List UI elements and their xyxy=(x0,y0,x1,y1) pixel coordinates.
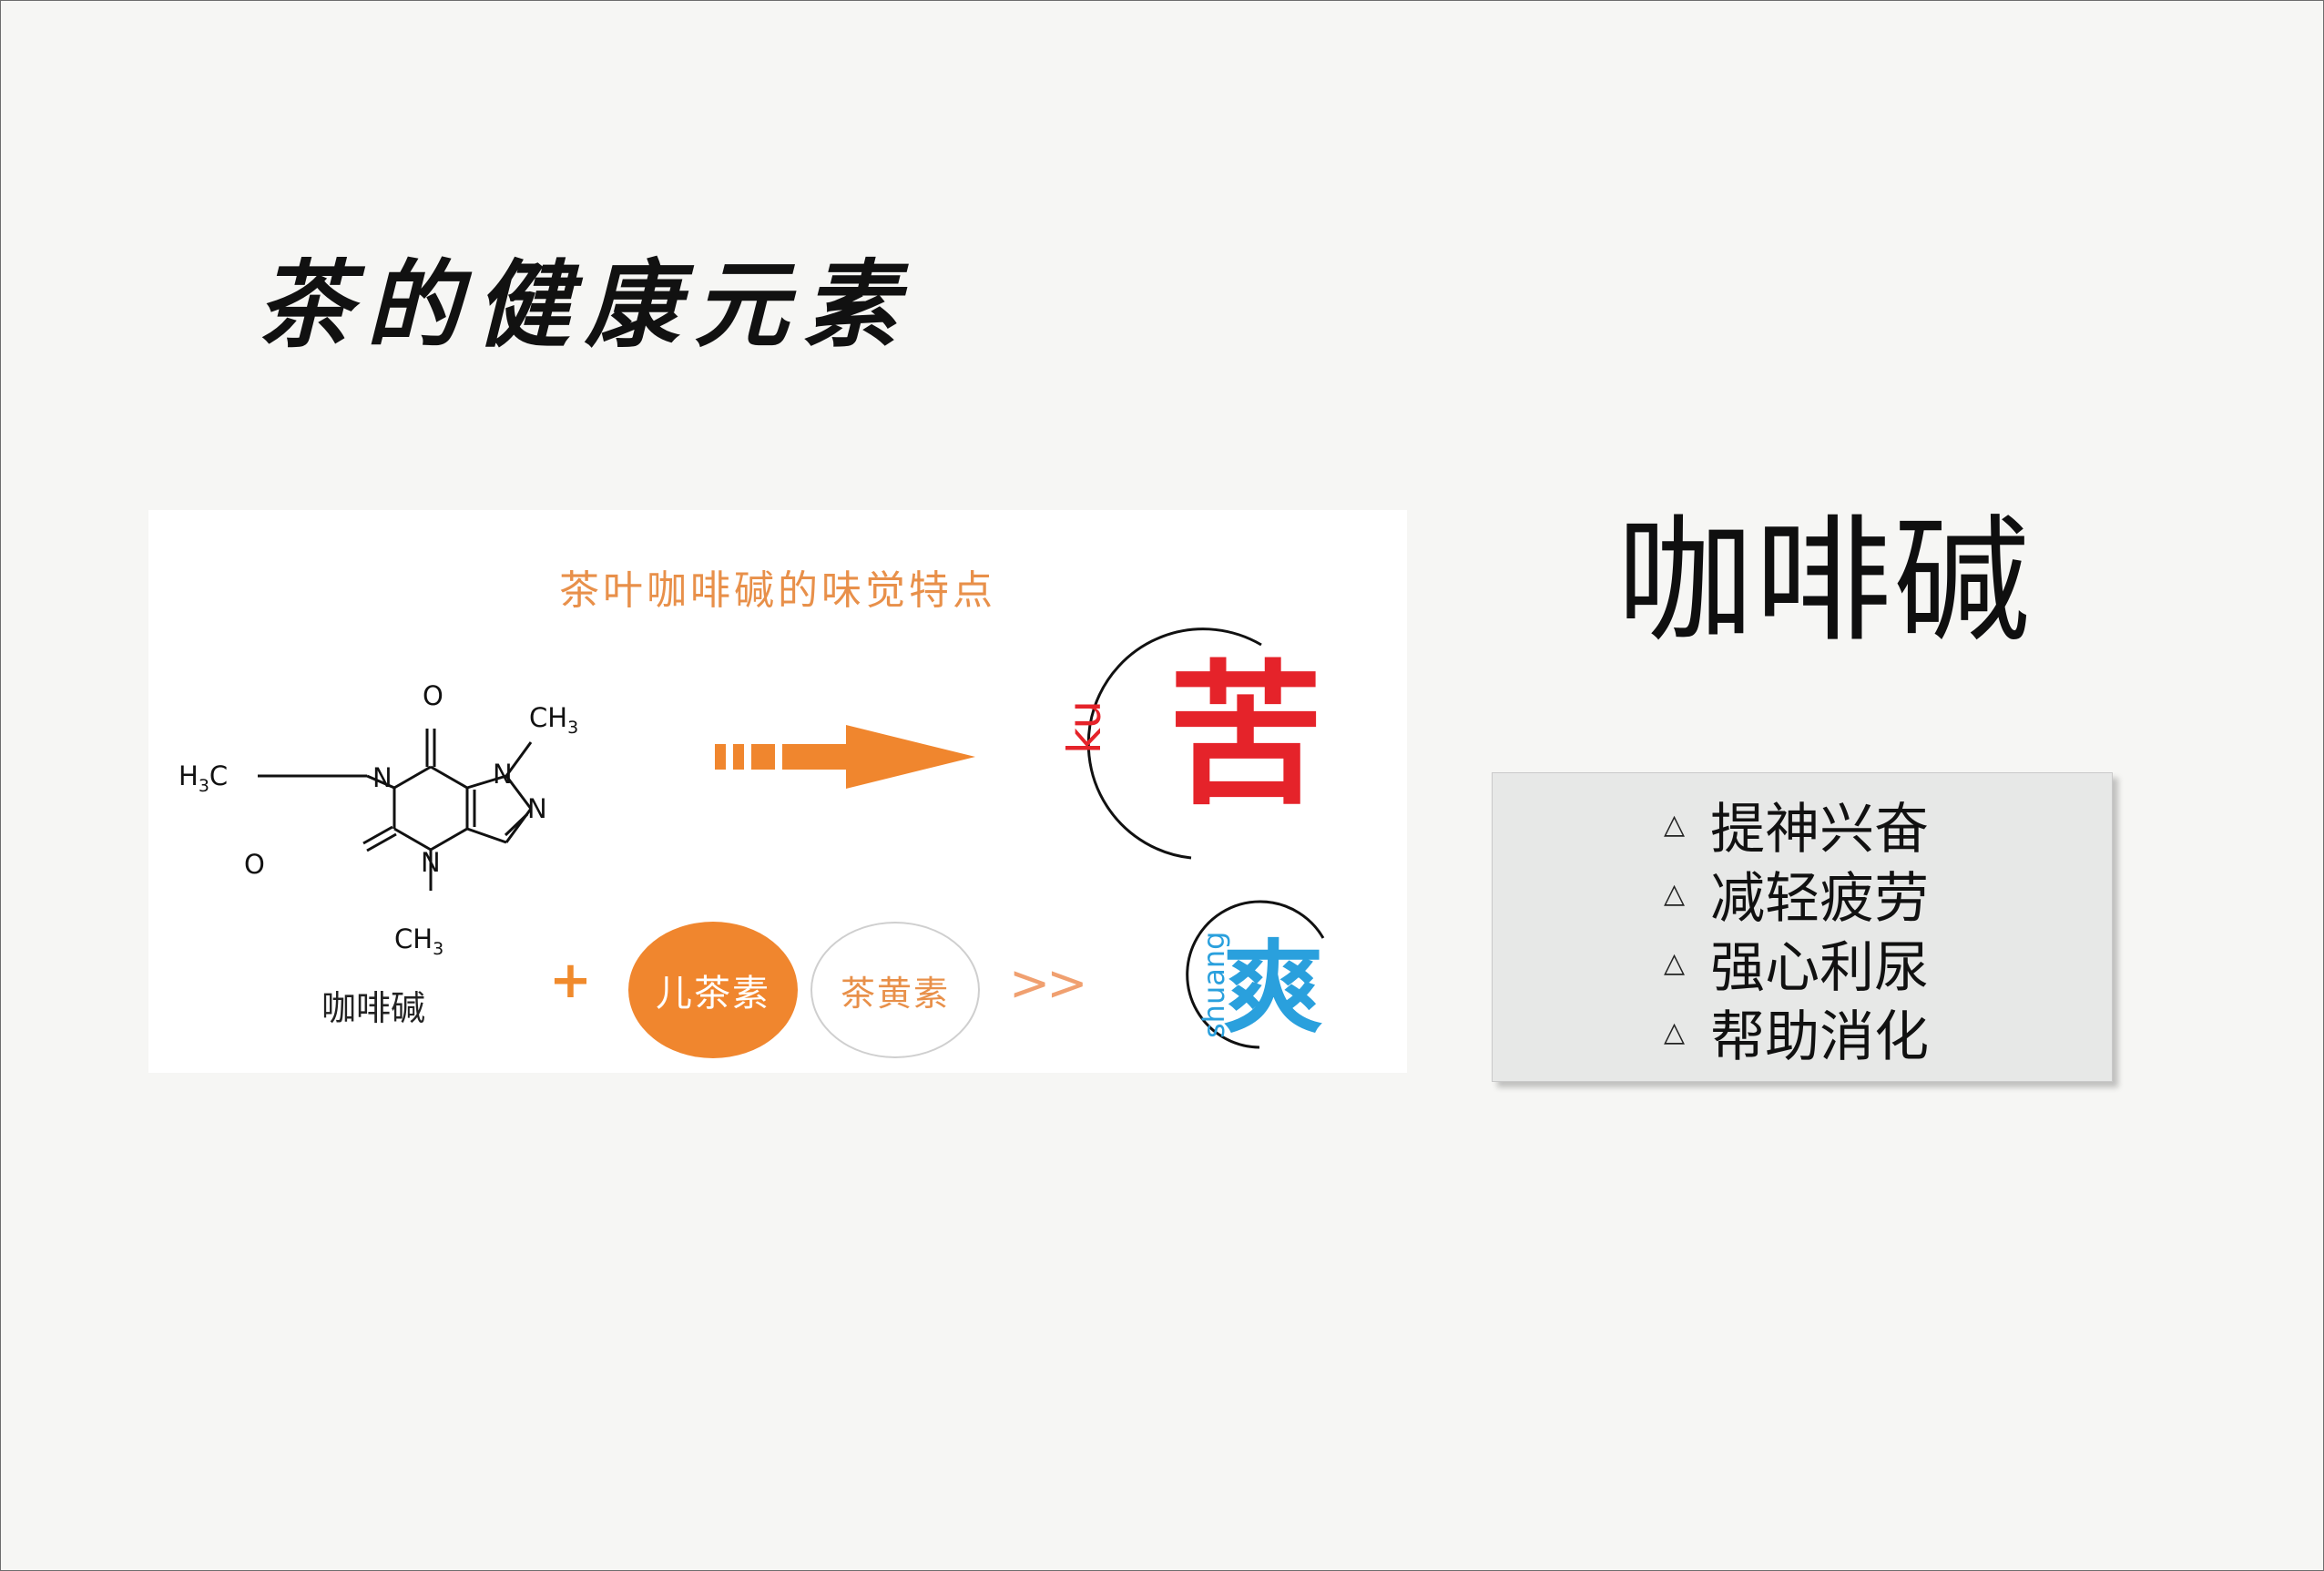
atom-n-left: N xyxy=(372,762,392,793)
triangle-outline-icon: △ xyxy=(1664,808,1686,841)
list-item: △ 减轻疲劳 xyxy=(1664,859,1929,931)
catechin-circle: 儿茶素 xyxy=(628,922,798,1058)
slide-title: 茶的健康元素 xyxy=(257,249,913,361)
molecule-label: 咖啡碱 xyxy=(321,988,426,1028)
triangle-outline-icon: △ xyxy=(1664,877,1686,910)
figure-heading: 茶叶咖啡碱的味觉特点 xyxy=(559,567,996,614)
caffeine-structure xyxy=(258,729,533,891)
list-item: △ 强心利尿 xyxy=(1664,928,1929,1000)
caffeine-taste-figure: 茶叶咖啡碱的味觉特点 O CH3 H3C N N N N O CH3 咖啡碱 +… xyxy=(148,510,1407,1073)
triangle-outline-icon: △ xyxy=(1664,1015,1686,1048)
effects-box: △ 提神兴奋 △ 减轻疲劳 △ 强心利尿 △ 帮助消化 xyxy=(1492,772,2113,1082)
effect-label: 帮助消化 xyxy=(1710,1005,1930,1069)
bitter-pinyin: ku xyxy=(1058,699,1111,754)
atom-n-bottom: N xyxy=(421,847,441,878)
list-item: △ 帮助消化 xyxy=(1664,997,1929,1069)
effect-label: 提神兴奋 xyxy=(1710,797,1930,862)
bitter-character: 苦 xyxy=(1168,647,1324,827)
atom-o-left: O xyxy=(244,849,265,880)
effects-list: △ 提神兴奋 △ 减轻疲劳 △ 强心利尿 △ 帮助消化 xyxy=(1664,790,1929,1069)
figure-graphics xyxy=(258,627,1325,1049)
bitter-arc xyxy=(1086,627,1262,860)
atom-n-top: N xyxy=(493,759,513,790)
atom-o-top: O xyxy=(423,680,443,711)
chevron-right-icon: >> xyxy=(1009,954,1087,1012)
dashed-arrow-icon xyxy=(715,725,975,789)
list-item: △ 提神兴奋 xyxy=(1664,790,1929,862)
triangle-outline-icon: △ xyxy=(1664,946,1686,979)
effect-label: 强心利尿 xyxy=(1710,935,1930,1000)
atom-ch3-top: CH3 xyxy=(529,702,579,738)
fresh-arc xyxy=(1186,900,1325,1049)
topic-heading: 咖啡碱 xyxy=(1616,503,2033,661)
atom-ch3-bottom: CH3 xyxy=(394,923,444,959)
effect-label: 减轻疲劳 xyxy=(1710,866,1930,931)
atom-h3c-left: H3C xyxy=(178,760,229,796)
atom-n-right: N xyxy=(527,793,547,824)
plus-sign: + xyxy=(549,951,592,1010)
fresh-character: 爽 xyxy=(1223,930,1323,1046)
theaflavin-circle: 茶黄素 xyxy=(810,922,980,1058)
